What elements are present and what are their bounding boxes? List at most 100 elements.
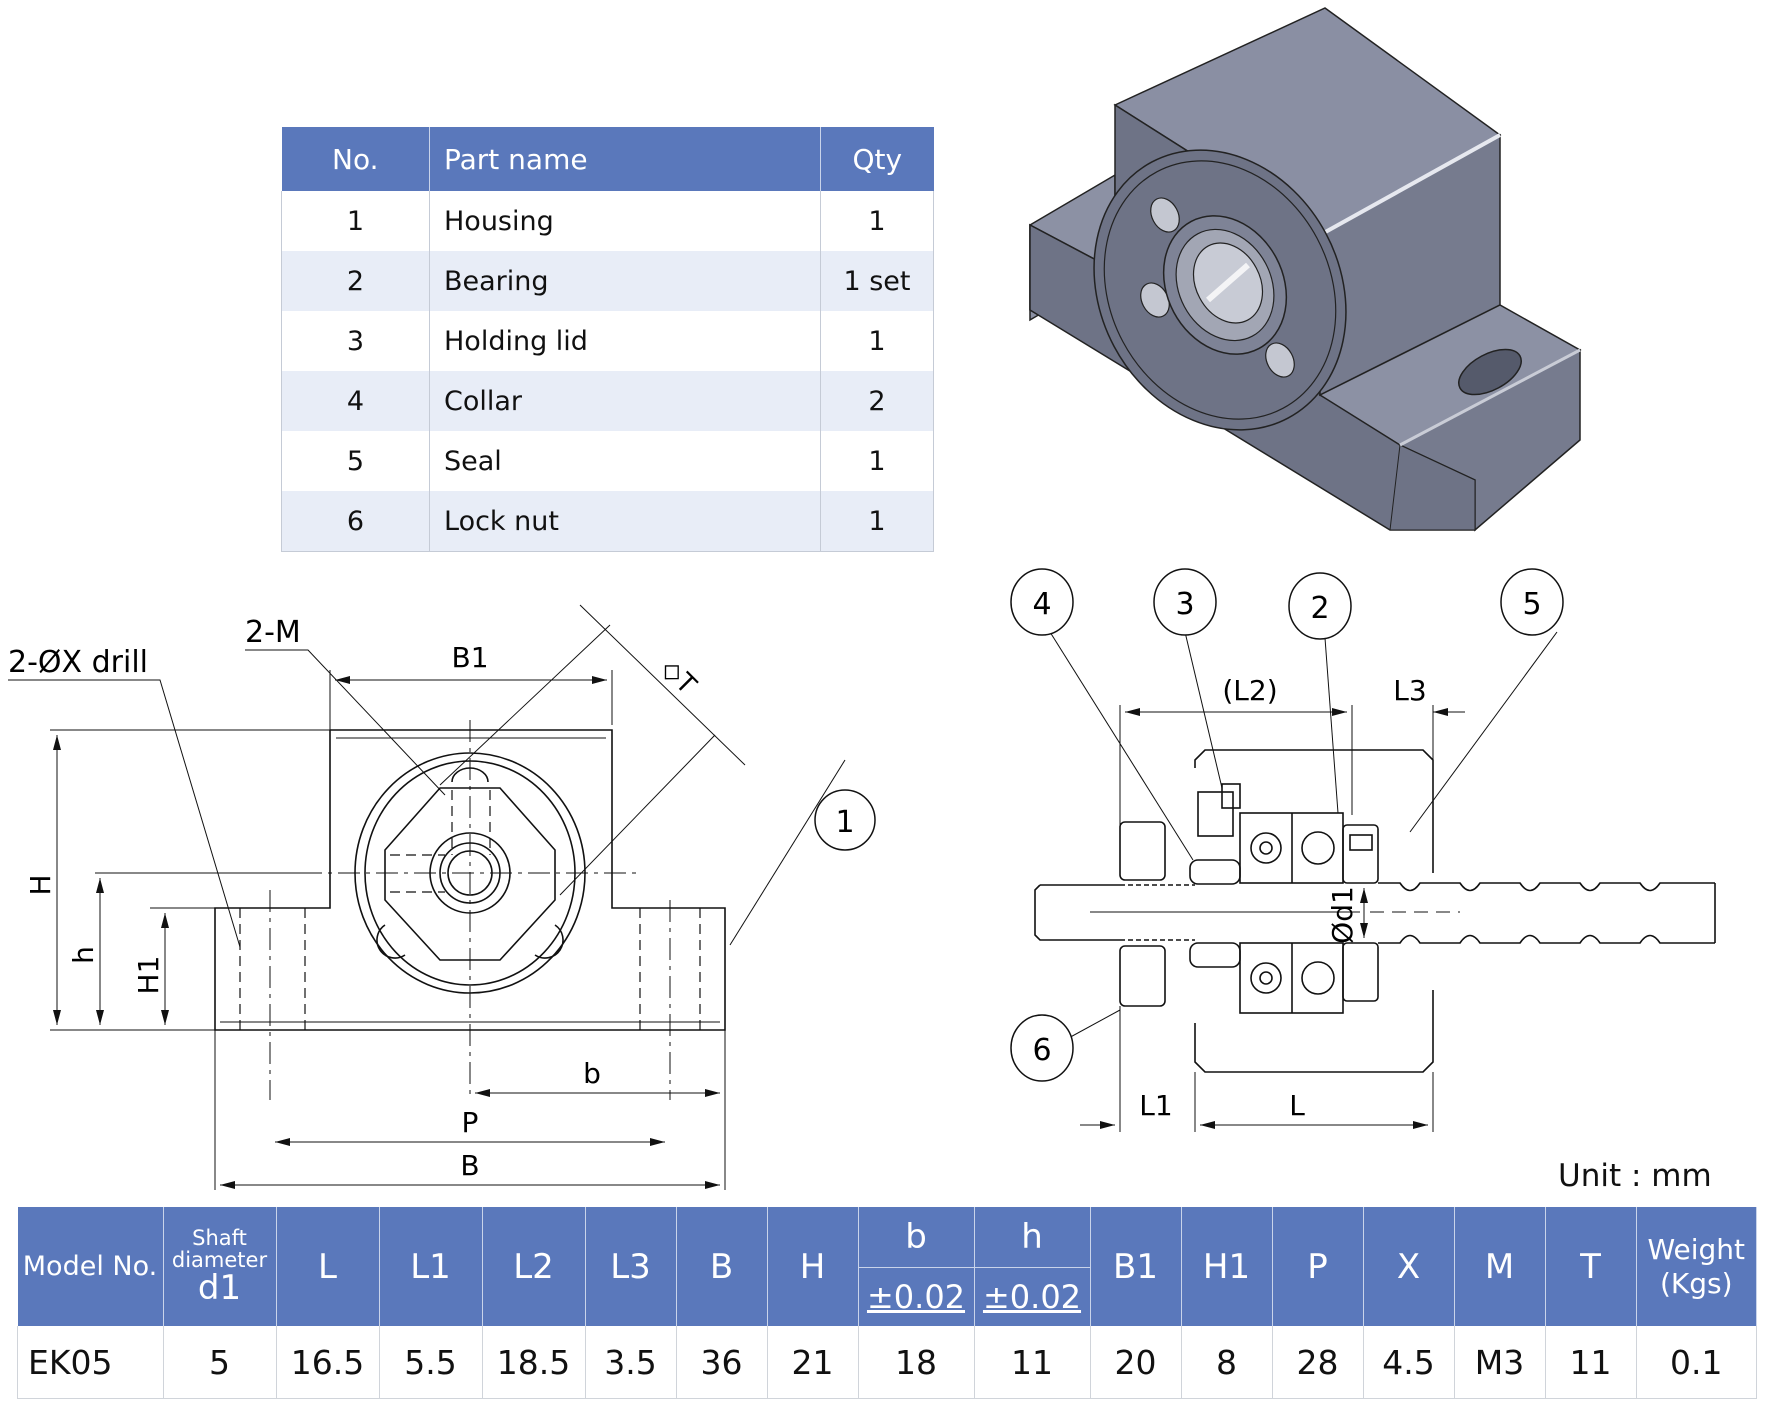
header-L: L xyxy=(276,1207,380,1326)
P-label: P xyxy=(462,1106,479,1139)
h-label: h xyxy=(67,946,100,964)
table-row: 2 Bearing 1 set xyxy=(281,251,934,311)
header-H1: H1 xyxy=(1181,1207,1273,1326)
part-no: 2 xyxy=(281,251,430,311)
header-H: H xyxy=(767,1207,859,1326)
drill-label: 2-ØX drill xyxy=(8,645,148,680)
header-L1: L1 xyxy=(379,1207,483,1326)
spec-table: Model No. Shaft diameter d1 L L1 L2 L3 B… xyxy=(17,1207,1757,1399)
cell-L3: 3.5 xyxy=(585,1326,677,1399)
L3-label: L3 xyxy=(1393,674,1426,707)
cell-B1: 20 xyxy=(1090,1326,1182,1399)
callout-3-circle xyxy=(1153,568,1217,636)
cell-d1: 5 xyxy=(163,1326,277,1399)
L1-label: L1 xyxy=(1139,1089,1172,1122)
part-qty: 1 xyxy=(820,491,934,552)
spec-header-row: Model No. Shaft diameter d1 L L1 L2 L3 B… xyxy=(17,1207,1757,1326)
holding-lid-octagon xyxy=(384,787,556,961)
cell-H: 21 xyxy=(767,1326,859,1399)
lid-screw-hole xyxy=(1265,342,1295,378)
part-no: 3 xyxy=(281,311,430,371)
collar-bottom xyxy=(1189,942,1241,968)
part-name: Lock nut xyxy=(429,491,821,552)
drill-leader xyxy=(8,679,241,948)
cell-h: 11 xyxy=(974,1326,1091,1399)
ball-screw-bottom xyxy=(1378,934,1715,944)
callout-1-circle xyxy=(814,789,876,851)
cell-X: 4.5 xyxy=(1363,1326,1455,1399)
lock-nut-bottom xyxy=(1119,945,1166,1007)
cell-H1: 8 xyxy=(1181,1326,1273,1399)
part-qty: 1 xyxy=(820,191,934,251)
callout-5-leader xyxy=(1409,631,1558,833)
part-qty: 2 xyxy=(820,371,934,431)
callout-4-label: 4 xyxy=(1032,587,1051,622)
callout-6-circle xyxy=(1010,1014,1074,1082)
header-M: M xyxy=(1454,1207,1546,1326)
T-label: ◇T xyxy=(655,654,702,701)
cell-T: 11 xyxy=(1545,1326,1637,1399)
cell-B: 36 xyxy=(676,1326,768,1399)
cell-b: 18 xyxy=(858,1326,975,1399)
H-label: H xyxy=(24,874,57,895)
table-row: 1 Housing 1 xyxy=(281,191,934,251)
header-b-tolerance: ±0.02 xyxy=(858,1267,975,1326)
B1-label: B1 xyxy=(451,641,488,674)
holding-lid-top xyxy=(1197,791,1234,837)
tap-label: 2-M xyxy=(245,615,301,650)
cell-L: 16.5 xyxy=(276,1326,380,1399)
cell-M: M3 xyxy=(1454,1326,1546,1399)
header-B1: B1 xyxy=(1090,1207,1182,1326)
part-name: Housing xyxy=(429,191,821,251)
callout-4-circle xyxy=(1010,568,1074,636)
header-X: X xyxy=(1363,1207,1455,1326)
header-L2: L2 xyxy=(482,1207,586,1326)
callout-3-label: 3 xyxy=(1175,587,1194,622)
callout-3-leader xyxy=(1184,631,1223,789)
header-h: h xyxy=(974,1207,1091,1268)
H1-label: H1 xyxy=(132,956,165,995)
part-name: Collar xyxy=(429,371,821,431)
lid-screw-hole xyxy=(1150,197,1180,233)
callout-5-circle xyxy=(1500,568,1564,636)
shaft-end xyxy=(1034,884,1120,941)
parts-table: No. Part name Qty 1 Housing 1 2 Bearing … xyxy=(281,127,934,552)
housing-3d-render xyxy=(1029,7,1582,532)
tap-leader xyxy=(245,649,446,796)
table-row: 3 Holding lid 1 xyxy=(281,311,934,371)
header-weight: Weight (Kgs) xyxy=(1636,1207,1757,1326)
header-T: T xyxy=(1545,1207,1637,1326)
callouts: 4 3 2 5 6 xyxy=(1010,568,1564,1082)
part-qty: 1 xyxy=(820,431,934,491)
d1-label: Ød1 xyxy=(1326,886,1359,944)
part-name: Seal xyxy=(429,431,821,491)
cell-weight: 0.1 xyxy=(1636,1326,1757,1399)
header-h-tolerance: ±0.02 xyxy=(974,1267,1091,1326)
header-L3: L3 xyxy=(585,1207,677,1326)
part-qty: 1 set xyxy=(820,251,934,311)
cell-P: 28 xyxy=(1272,1326,1364,1399)
header-no: No. xyxy=(281,127,430,191)
front-view-drawing: 1 2-ØX drill 2-M B1 ◇T H h H1 b P B xyxy=(8,604,876,1190)
callout-1-label: 1 xyxy=(835,805,854,840)
part-no: 5 xyxy=(281,431,430,491)
cell-L1: 5.5 xyxy=(379,1326,483,1399)
L-label: L xyxy=(1289,1089,1305,1122)
callout-6-label: 6 xyxy=(1032,1033,1051,1068)
part-no: 4 xyxy=(281,371,430,431)
callout-5-label: 5 xyxy=(1522,587,1541,622)
part-name: Bearing xyxy=(429,251,821,311)
callout-6-leader xyxy=(1064,1009,1121,1041)
callout-1-leader xyxy=(729,759,846,946)
cell-model: EK05 xyxy=(17,1326,164,1399)
header-b: b xyxy=(858,1207,975,1268)
b-label: b xyxy=(583,1057,601,1090)
cell-L2: 18.5 xyxy=(482,1326,586,1399)
header-model: Model No. xyxy=(17,1207,164,1326)
callout-2-circle xyxy=(1288,572,1352,640)
part-no: 6 xyxy=(281,491,430,552)
header-shaft-diameter: Shaft diameter d1 xyxy=(163,1207,277,1326)
part-no: 1 xyxy=(281,191,430,251)
ball-screw-top xyxy=(1378,882,1715,892)
section-view-drawing: 4 3 2 5 6 (L2) L3 Ød1 L1 L xyxy=(1010,568,1716,1132)
